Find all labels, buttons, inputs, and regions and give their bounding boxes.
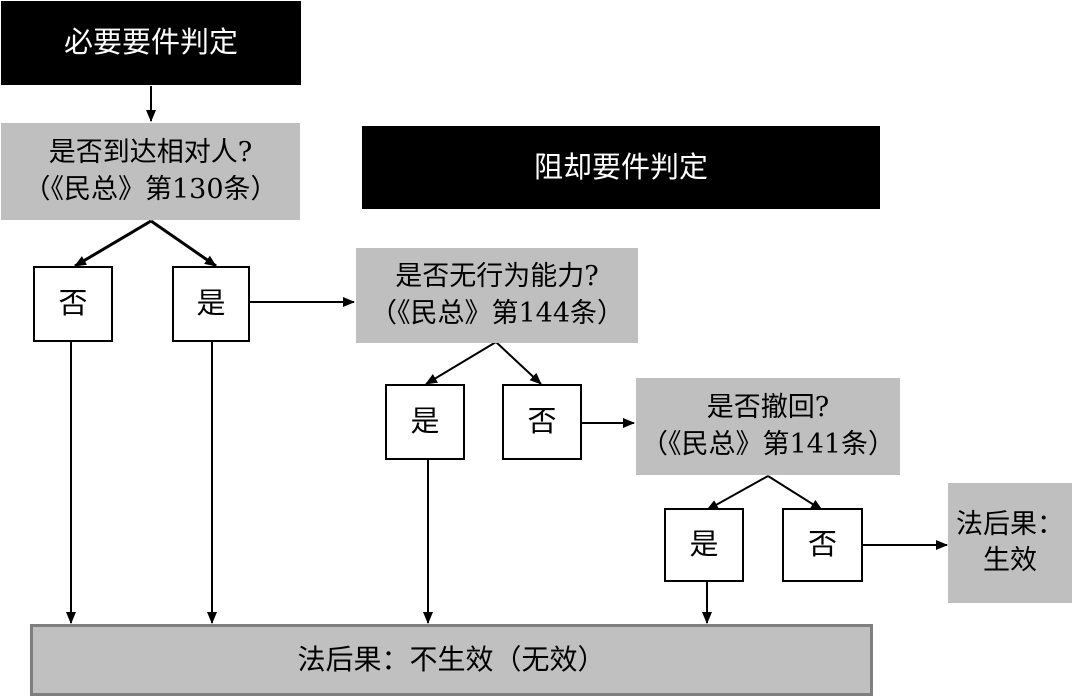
question-line2: （《民总》第141条） — [640, 428, 896, 460]
question-reached-counterparty: 是否到达相对人? （《民总》第130条） — [1, 123, 300, 220]
answer-no-3: 否 — [782, 508, 863, 582]
answer-yes-3: 是 — [664, 508, 744, 582]
question-line2: （《民总》第144条） — [369, 297, 625, 329]
arrow-q1-to-yes1 — [150, 219, 217, 268]
arrow-q2-to-no2 — [495, 341, 542, 385]
answer-label: 是 — [410, 404, 440, 439]
question-no-capacity: 是否无行为能力? （《民总》第144条） — [356, 248, 638, 343]
arrow-q3-to-no3 — [767, 475, 823, 511]
arrow-q3-to-yes3 — [706, 475, 769, 511]
result-valid-line2: 生效 — [983, 545, 1037, 576]
blocking-elements-header: 阻却要件判定 — [362, 126, 880, 209]
result-invalid-label: 法后果：不生效（无效） — [297, 643, 606, 677]
answer-label: 是 — [196, 286, 226, 321]
question-line2: （《民总》第130条） — [23, 173, 278, 205]
arrow-q1-to-no1 — [74, 219, 152, 268]
answer-yes-1: 是 — [172, 266, 250, 342]
answer-label: 否 — [807, 527, 837, 562]
answer-no-1: 否 — [33, 266, 113, 342]
result-invalid: 法后果：不生效（无效） — [30, 624, 873, 696]
necessary-elements-label: 必要要件判定 — [63, 25, 238, 60]
question-line1: 是否撤回? — [706, 392, 830, 424]
necessary-elements-header: 必要要件判定 — [1, 1, 301, 85]
question-line1: 是否无行为能力? — [395, 261, 599, 293]
result-valid-line1: 法后果： — [956, 508, 1064, 540]
answer-label: 否 — [58, 286, 88, 321]
answer-label: 是 — [689, 527, 719, 562]
question-line1: 是否到达相对人? — [48, 137, 253, 169]
blocking-elements-label: 阻却要件判定 — [533, 149, 708, 184]
result-valid: 法后果： 生效 — [948, 483, 1072, 603]
answer-label: 否 — [527, 404, 557, 439]
answer-yes-2: 是 — [385, 384, 465, 460]
question-withdrawn: 是否撤回? （《民总》第141条） — [636, 378, 900, 475]
arrow-q2-to-yes2 — [425, 341, 497, 385]
answer-no-2: 否 — [502, 384, 582, 460]
